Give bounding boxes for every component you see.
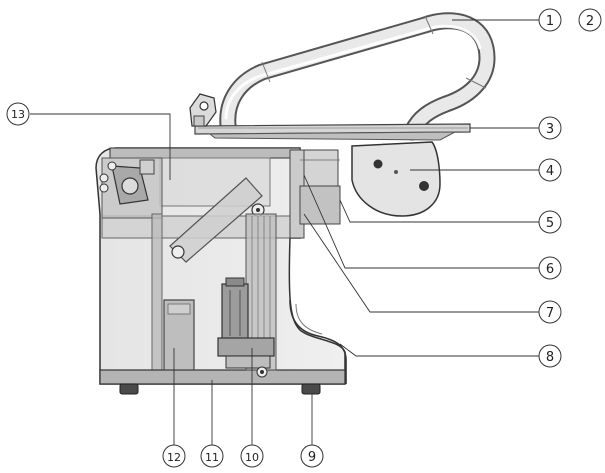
- pivot-bracket: [189, 93, 217, 127]
- control-box: [163, 299, 195, 371]
- svg-text:11: 11: [205, 451, 219, 464]
- handle-tube: [219, 12, 496, 141]
- svg-text:8: 8: [546, 350, 554, 365]
- motor: [217, 277, 275, 378]
- svg-text:4: 4: [546, 164, 554, 179]
- cutting-arm: [194, 123, 471, 141]
- svg-text:3: 3: [546, 122, 554, 137]
- callout-7: 7: [538, 300, 562, 324]
- svg-text:10: 10: [245, 451, 259, 464]
- callout-4: 4: [538, 158, 562, 182]
- callouts: 1 2 3 4 5 6 7 8: [6, 8, 602, 468]
- svg-text:13: 13: [11, 108, 25, 121]
- svg-text:6: 6: [546, 262, 554, 277]
- callout-13: 13: [6, 102, 30, 126]
- feet: [119, 383, 321, 395]
- callout-9: 9: [300, 444, 324, 468]
- callout-2: 2: [578, 8, 602, 32]
- svg-text:12: 12: [167, 451, 181, 464]
- blade-guard: [351, 141, 441, 217]
- svg-text:9: 9: [308, 450, 316, 465]
- callout-3: 3: [538, 116, 562, 140]
- rear-linkage: [99, 159, 155, 205]
- callout-10: 10: [240, 444, 264, 468]
- front-column: [289, 149, 341, 239]
- callout-1: 1: [538, 8, 562, 32]
- diagonal-link: [169, 177, 265, 263]
- svg-text:7: 7: [546, 306, 554, 321]
- callout-8: 8: [538, 344, 562, 368]
- front-base-curve: [289, 299, 347, 384]
- callout-5: 5: [538, 210, 562, 234]
- callout-6: 6: [538, 256, 562, 280]
- leader-lines: [30, 19, 540, 445]
- svg-text:2: 2: [586, 14, 594, 29]
- callout-12: 12: [162, 444, 186, 468]
- callout-11: 11: [200, 444, 224, 468]
- svg-text:1: 1: [546, 14, 554, 29]
- svg-text:5: 5: [546, 216, 554, 231]
